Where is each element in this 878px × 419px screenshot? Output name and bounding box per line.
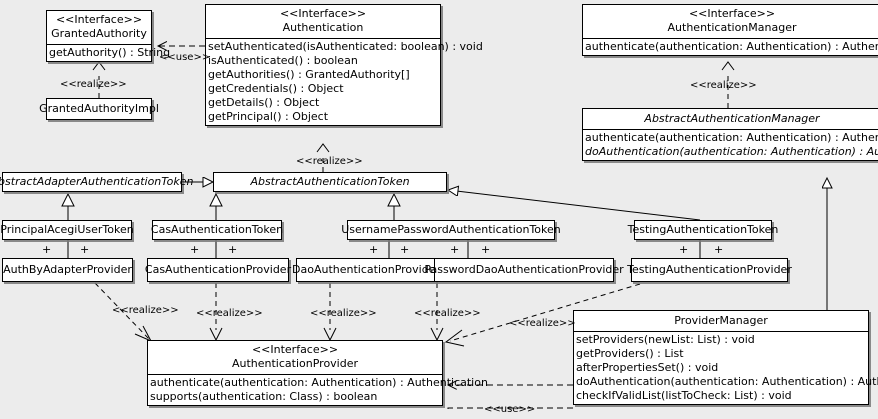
- edge-abstractauthenticationtoken-realizes-authentication: [316, 143, 330, 172]
- multiplicity-mark: +: [190, 243, 200, 256]
- edge-label-realize-granted-authority-impl: <<realize>>: [60, 79, 127, 90]
- edge-label-realize-provider-manager: <<realize>>: [509, 318, 576, 329]
- operations-compartment: authenticate(authentication: Authenticat…: [148, 374, 488, 405]
- operation: getCredentials() : Object: [208, 82, 344, 95]
- operation: getAuthorities() : GrantedAuthority[]: [208, 68, 410, 81]
- class-testing-authentication-provider[interactable]: TestingAuthenticationProvider: [627, 258, 792, 282]
- edge-label-realize-auth-by-adapter-provider: <<realize>>: [112, 305, 179, 316]
- class-auth-by-adapter-provider[interactable]: AuthByAdapterProvider: [2, 258, 133, 282]
- operation: afterPropertiesSet() : void: [576, 361, 719, 374]
- class-name: TestingAuthenticationProvider: [627, 263, 792, 276]
- class-granted-authority-impl[interactable]: GrantedAuthorityImpl: [39, 98, 159, 120]
- operation: supports(authentication: Class) : boolea…: [150, 390, 378, 403]
- class-name: TestingAuthenticationToken: [627, 223, 779, 236]
- class-name: GrantedAuthority: [51, 27, 147, 40]
- multiplicity-mark: +: [450, 243, 460, 256]
- operation: doAuthentication(authentication: Authent…: [585, 145, 878, 158]
- multiplicity-mark: +: [228, 243, 238, 256]
- edge-label-realize-password-dao-provider: <<realize>>: [414, 308, 481, 319]
- class-abstract-authentication-manager[interactable]: AbstractAuthenticationManager authentica…: [582, 108, 878, 161]
- edge-label-realize-dao-authentication-provider: <<realize>>: [310, 308, 377, 319]
- operation: setAuthenticated(isAuthenticated: boolea…: [208, 40, 483, 53]
- class-name: PasswordDaoAuthenticationProvider: [424, 263, 624, 276]
- class-name: AuthenticationProvider: [231, 357, 359, 370]
- class-name: AbstractAdapterAuthenticationToken: [0, 175, 194, 188]
- class-name: AuthenticationManager: [667, 21, 797, 34]
- class-cas-authentication-provider[interactable]: CasAuthenticationProvider: [145, 258, 291, 282]
- class-header: <<Interface>> Authentication: [206, 5, 440, 38]
- class-name: PrincipalAcegiUserToken: [0, 223, 134, 236]
- operation: authenticate(authentication: Authenticat…: [150, 376, 488, 389]
- class-name: Authentication: [282, 21, 364, 34]
- class-dao-authentication-provider[interactable]: DaoAuthenticationProvider: [292, 258, 440, 282]
- edge-casauthenticationtoken-extends-abstracttoken: [209, 192, 223, 220]
- multiplicity-mark: +: [369, 243, 379, 256]
- class-cas-authentication-token[interactable]: CasAuthenticationToken: [150, 220, 284, 240]
- operation: getDetails() : Object: [208, 96, 320, 109]
- class-header: <<Interface>> GrantedAuthority: [47, 11, 151, 44]
- edge-providermanager-uses-authenticationprovider-lower: [447, 407, 573, 412]
- class-name: AbstractAuthenticationToken: [250, 175, 410, 188]
- operation: getPrincipal() : Object: [208, 110, 329, 123]
- stereotype-label: <<Interface>>: [55, 13, 143, 26]
- multiplicity-mark: +: [400, 243, 410, 256]
- class-header: <<Interface>> AuthenticationManager: [583, 5, 878, 38]
- operations-compartment: getAuthority() : String: [47, 44, 171, 61]
- class-username-password-authentication-token[interactable]: UsernamePasswordAuthenticationToken: [341, 220, 561, 240]
- operations-compartment: setAuthenticated(isAuthenticated: boolea…: [206, 38, 483, 125]
- stereotype-label: <<Interface>>: [251, 343, 339, 356]
- edge-label-realize-abstract-authentication-token: <<realize>>: [296, 156, 363, 167]
- class-principal-acegi-user-token[interactable]: PrincipalAcegiUserToken: [0, 220, 134, 240]
- operation: isAuthenticated() : boolean: [208, 54, 358, 67]
- operation: authenticate(authentication: Authenticat…: [585, 131, 878, 144]
- class-name: AbstractAuthenticationManager: [644, 112, 820, 125]
- class-testing-authentication-token[interactable]: TestingAuthenticationToken: [628, 220, 778, 240]
- class-provider-manager[interactable]: ProviderManager setProviders(newList: Li…: [573, 310, 878, 405]
- multiplicity-mark: +: [679, 243, 689, 256]
- operation: getProviders() : List: [576, 347, 684, 360]
- edge-abstractauthenticationmanager-realizes-authenticationmanager: [721, 61, 735, 108]
- class-name: DaoAuthenticationProvider: [292, 263, 440, 276]
- operations-compartment: authenticate(authentication: Authenticat…: [583, 129, 878, 160]
- class-name: UsernamePasswordAuthenticationToken: [341, 223, 561, 236]
- edge-label-realize-abstract-authentication-manager: <<realize>>: [690, 80, 757, 91]
- multiplicity-mark: +: [714, 243, 724, 256]
- operations-compartment: setProviders(newList: List) : void getPr…: [574, 331, 878, 404]
- class-header: AbstractAuthenticationManager: [583, 109, 878, 129]
- edge-principalacegiusertoken-extends-abstractadaptertoken: [61, 192, 75, 220]
- class-name: CasAuthenticationToken: [150, 223, 284, 236]
- edge-testingauthenticationprovider-realizes-authenticationprovider: [444, 283, 641, 347]
- stereotype-label: <<Interface>>: [688, 7, 776, 20]
- class-granted-authority[interactable]: <<Interface>> GrantedAuthority getAuthor…: [46, 10, 171, 62]
- stereotype-label: <<Interface>>: [279, 7, 367, 20]
- class-password-dao-authentication-provider[interactable]: PasswordDaoAuthenticationProvider: [424, 258, 624, 282]
- multiplicity-mark: +: [42, 243, 52, 256]
- operations-compartment: authenticate(authentication: Authenticat…: [583, 38, 878, 55]
- operation: setProviders(newList: List) : void: [576, 333, 755, 346]
- edge-usernamepasswordtoken-extends-abstracttoken: [387, 192, 401, 220]
- edge-label-use-provider-manager: <<use>>: [484, 404, 536, 415]
- class-name: ProviderManager: [674, 314, 768, 327]
- class-authentication[interactable]: <<Interface>> Authentication setAuthenti…: [205, 4, 483, 126]
- edge-testingauthenticationtoken-extends-abstracttoken: [448, 190, 701, 221]
- multiplicity-mark: +: [80, 243, 90, 256]
- class-header: ProviderManager: [574, 311, 868, 331]
- class-authentication-provider[interactable]: <<Interface>> AuthenticationProvider aut…: [147, 340, 488, 406]
- operation: doAuthentication(authentication: Authent…: [576, 375, 878, 388]
- edge-label-use-granted-authority: <<use>>: [159, 52, 211, 63]
- class-header: <<Interface>> AuthenticationProvider: [148, 341, 442, 374]
- operation: authenticate(authentication: Authenticat…: [585, 40, 878, 53]
- class-name: AuthByAdapterProvider: [3, 263, 132, 276]
- class-name: GrantedAuthorityImpl: [39, 102, 159, 115]
- class-abstract-authentication-token[interactable]: AbstractAuthenticationToken: [213, 172, 447, 192]
- operation: checkIfValidList(listToCheck: List) : vo…: [576, 389, 792, 402]
- class-authentication-manager[interactable]: <<Interface>> AuthenticationManager auth…: [582, 4, 878, 56]
- edge-label-realize-cas-authentication-provider: <<realize>>: [196, 308, 263, 319]
- class-name: CasAuthenticationProvider: [144, 263, 292, 276]
- class-abstract-adapter-authentication-token[interactable]: AbstractAdapterAuthenticationToken: [0, 172, 193, 192]
- edge-grantedauthorityimpl-realizes-grantedauthority: [92, 61, 106, 98]
- operation: getAuthority() : String: [49, 46, 171, 59]
- multiplicity-mark: +: [481, 243, 491, 256]
